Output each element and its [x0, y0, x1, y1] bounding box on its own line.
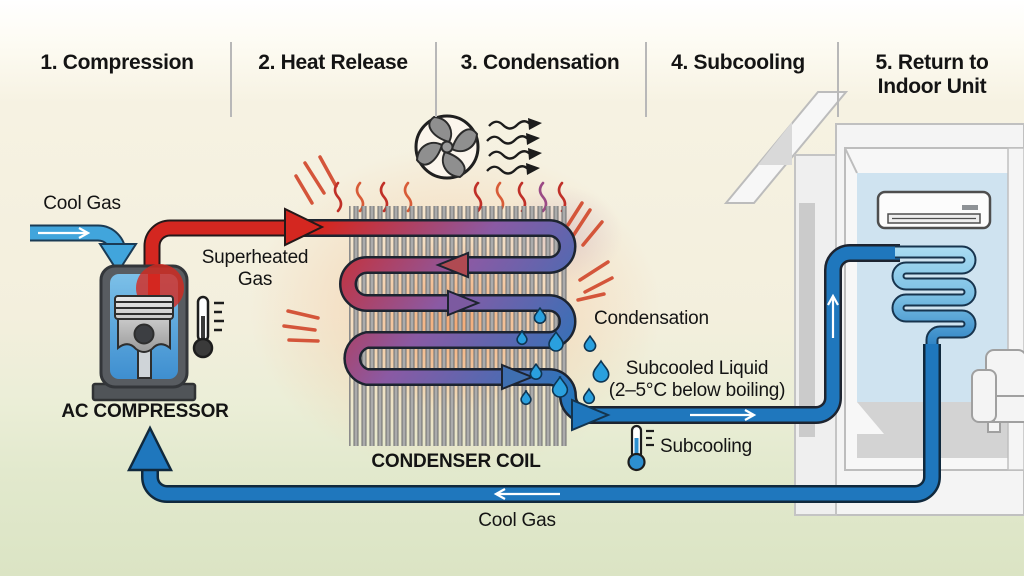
sofa	[971, 349, 1024, 433]
cool-gas-return-label: Cool Gas	[478, 510, 556, 531]
step-4-label: 4. Subcooling	[671, 51, 805, 74]
compressor-label: AC COMPRESSOR	[61, 401, 229, 422]
cool-gas-in-label: Cool Gas	[43, 193, 121, 214]
airflow-arrows-icon	[486, 118, 542, 175]
step-5-label: 5. Return to Indoor Unit	[875, 51, 989, 99]
condenser-label: CONDENSER COIL	[371, 451, 541, 472]
subcooled-exit-arrow	[571, 398, 611, 432]
superheated-line2: Gas	[237, 268, 273, 290]
sofa-foot	[987, 421, 1001, 433]
flow-arrow-riser	[827, 293, 839, 338]
superheated-line1: Superheated	[201, 247, 309, 268]
step-3-label: 3. Condensation	[460, 51, 620, 74]
droplet-icon	[551, 375, 569, 398]
header-divider	[837, 42, 839, 117]
return-up-arrow	[126, 425, 174, 472]
droplet-icon	[516, 329, 528, 346]
condensation-label: Condensation	[594, 308, 709, 329]
sofa-armrest	[971, 369, 997, 423]
indoor-unit	[876, 190, 992, 230]
piston-rod	[137, 349, 152, 379]
wall-pillar	[799, 203, 815, 437]
droplet-icon	[592, 359, 610, 383]
piston	[114, 295, 174, 379]
header-divider	[645, 42, 647, 117]
hot-gas-arrow	[284, 207, 325, 247]
subcooled-line2: (2–5°C below boiling)	[608, 379, 786, 401]
cool-gas-inlet-pipe	[30, 224, 138, 274]
droplet-icon	[582, 387, 596, 405]
heat-rays	[282, 155, 614, 343]
return-pipe	[126, 293, 941, 503]
step-2-label: 2. Heat Release	[258, 51, 408, 74]
wrist-pin	[133, 323, 155, 345]
frame-bevel	[844, 147, 858, 174]
condensate-droplets-icon	[516, 306, 610, 406]
indoor-coil	[891, 245, 977, 348]
subcooled-label: Subcooled Liquid (2–5°C below boiling)	[609, 358, 786, 402]
droplet-icon	[520, 389, 532, 406]
droplet-icon	[533, 306, 547, 324]
compressor	[91, 264, 197, 402]
step-1-label: 1. Compression	[40, 51, 194, 74]
thermometer-cold-icon	[627, 424, 654, 472]
coil-arrow-left	[435, 251, 469, 279]
roof-shadow	[758, 122, 792, 165]
condenser-fins	[349, 206, 567, 446]
condenser-pipe	[300, 219, 900, 432]
inlet-down-arrow	[98, 243, 138, 274]
flow-arrow-inlet	[38, 227, 91, 239]
sofa-seat	[993, 395, 1024, 423]
floor-bevel	[857, 402, 884, 434]
header-divider	[230, 42, 232, 117]
superheated-gas-label: Superheated Gas	[202, 247, 309, 291]
header-divider	[435, 42, 437, 117]
thermometer-hot-icon	[192, 295, 224, 359]
subcooling-label: Subcooling	[660, 436, 753, 457]
flow-arrow-return	[493, 488, 560, 500]
flow-arrow-subcooled	[690, 409, 757, 421]
house	[723, 91, 1024, 516]
droplet-icon	[583, 334, 597, 352]
status-light	[962, 205, 978, 210]
droplet-icon	[529, 362, 543, 380]
coil-arrow-right-1	[447, 289, 481, 317]
subcooled-line1: Subcooled Liquid	[625, 358, 769, 379]
droplet-icon	[548, 330, 564, 352]
condenser-fan-icon	[414, 114, 480, 180]
hot-gas-pipe	[143, 207, 325, 305]
coil-arrow-right-2	[501, 363, 535, 391]
